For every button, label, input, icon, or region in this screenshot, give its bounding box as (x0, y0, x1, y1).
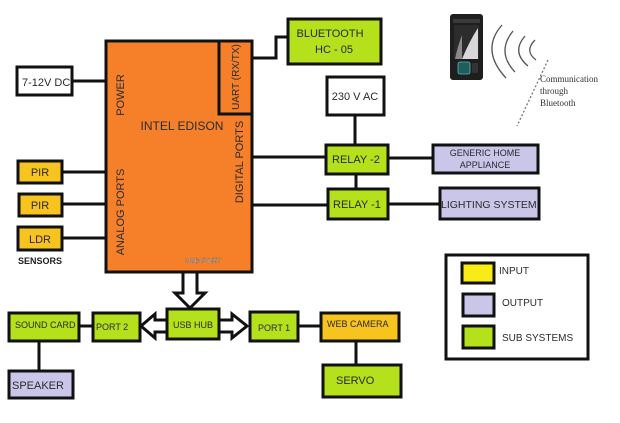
arrow-right-icon (217, 310, 250, 342)
sensor-label: LDR (29, 234, 51, 246)
web-camera: WEB CAMERA (319, 311, 401, 343)
analog-ports-label: ANALOG PORTS (115, 169, 127, 256)
bluetooth-wave-icon (491, 24, 537, 79)
appliance-label-line1: GENERIC HOME (450, 148, 521, 158)
legend-swatch-input (460, 261, 496, 285)
appliance-label-line2: APPLIANCE (460, 160, 511, 170)
phone-caption-line3: Bluetooth (540, 98, 576, 108)
usb-arrows (138, 270, 250, 342)
web-camera-label: WEB CAMERA (327, 319, 389, 329)
generic-home-appliance: GENERIC HOME APPLIANCE (431, 143, 540, 175)
bluetooth-label-line1: BLUETOOTH (296, 28, 363, 40)
relay-2: RELAY -2 (324, 143, 390, 176)
sound-card-label: SOUND CARD (15, 320, 76, 330)
connectors (37, 35, 439, 370)
port-2-label: PORT 2 (96, 322, 128, 332)
sensor-pir-2: PIR (17, 192, 64, 218)
bluetooth-label-line2: HC - 05 (315, 44, 353, 56)
bluetooth-signal-line (516, 59, 549, 127)
arrow-down-icon (171, 270, 209, 311)
phone-caption-line1: Communication (540, 74, 598, 84)
usb-hub-label: USB HUB (173, 320, 213, 330)
connector-uart-bluetooth (252, 35, 287, 60)
intel-edison-board: INTEL EDISON POWER ANALOG PORTS DIGITAL … (104, 39, 254, 274)
legend-label: INPUT (499, 266, 529, 277)
speaker: SPEAKER (7, 369, 75, 400)
usb-hub: USB HUB (165, 307, 221, 341)
uart-label: UART (RX/TX) (231, 44, 242, 110)
sensor-label: PIR (31, 167, 49, 179)
legend-item-output: OUTPUT (461, 292, 543, 318)
power-port-label: POWER (115, 74, 127, 116)
dc-power-label: 7-12V DC (22, 77, 70, 89)
dc-power-box: 7-12V DC (15, 65, 74, 97)
relay-1: RELAY -1 (326, 187, 390, 221)
servo: SERVO (321, 363, 403, 399)
legend-swatch-subsystems (461, 324, 496, 350)
usb-port-2: PORT 2 (91, 311, 142, 343)
legend-item-input: INPUT (460, 261, 529, 285)
uart-port-box (217, 39, 254, 116)
usb-port-label: USB PORT (185, 258, 221, 265)
port-1-label: PORT 1 (258, 323, 290, 333)
ac-power-label: 230 V AC (332, 91, 379, 103)
legend-label: OUTPUT (502, 298, 543, 309)
bluetooth-module: BLUETOOTH HC - 05 (286, 17, 383, 66)
sensor-pir-1: PIR (16, 159, 64, 185)
lighting-system: LIGHTING SYSTEM (438, 186, 541, 221)
sound-card: SOUND CARD (7, 311, 81, 343)
legend-label: SUB SYSTEMS (502, 333, 573, 344)
sensor-ldr: LDR (16, 225, 64, 252)
digital-ports-label: DIGITAL PORTS (234, 121, 246, 203)
arrow-left-icon (138, 310, 169, 342)
relay-1-label: RELAY -1 (333, 199, 381, 211)
sensor-label: PIR (31, 200, 49, 212)
mobile-phone-icon (450, 14, 483, 80)
legend-item-subsystems: SUB SYSTEMS (461, 324, 573, 350)
edison-title: INTEL EDISON (141, 119, 224, 133)
usb-port-1: PORT 1 (248, 310, 300, 343)
servo-label: SERVO (336, 375, 375, 387)
ac-power-box: 230 V AC (325, 75, 386, 117)
speaker-label: SPEAKER (12, 380, 64, 392)
sensors-group-label: SENSORS (18, 256, 62, 266)
legend-swatch-output (461, 292, 496, 318)
lighting-label: LIGHTING SYSTEM (441, 199, 537, 211)
edison-body (104, 39, 254, 274)
relay-2-label: RELAY -2 (332, 154, 380, 166)
legend: INPUT OUTPUT SUB SYSTEMS (444, 253, 590, 361)
phone-caption-line2: through (540, 86, 568, 96)
